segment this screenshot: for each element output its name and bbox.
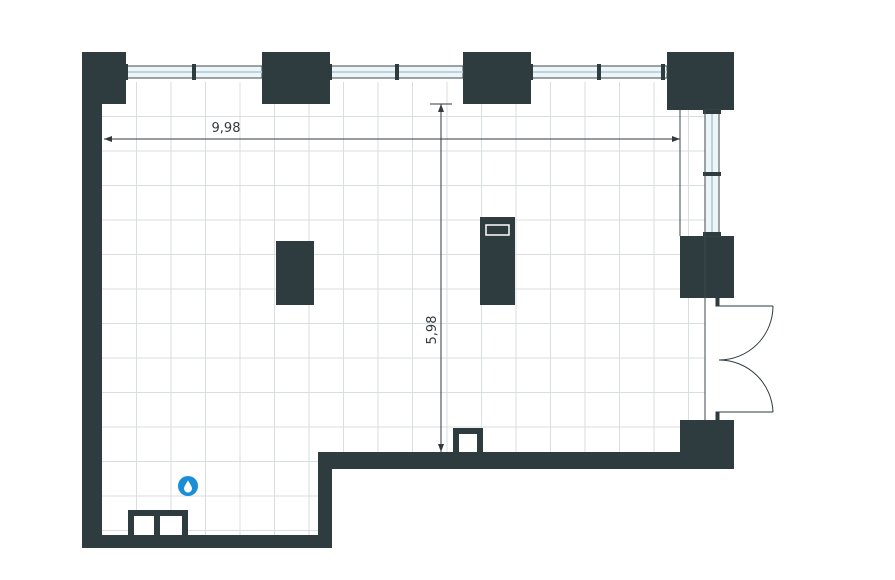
- wall-pier-right-bottom: [680, 420, 734, 469]
- wall-step-vertical: [318, 452, 332, 548]
- double-door: [715, 297, 774, 421]
- walls: [82, 52, 734, 548]
- column-left: [276, 241, 314, 305]
- floor-area: [102, 82, 705, 535]
- dimension-width-label: 9,98: [212, 121, 241, 136]
- wall-left: [82, 52, 102, 548]
- wall-corner-top-left-inner: [102, 52, 126, 104]
- utility-boxes: [128, 510, 188, 535]
- dimension-height-label: 5,98: [425, 316, 440, 345]
- wall-pier-top-1: [262, 52, 330, 104]
- wall-corner-top-right: [667, 52, 734, 110]
- dimension-width: [104, 136, 680, 142]
- water-drop-icon: [178, 476, 198, 496]
- wall-bottom-left: [82, 535, 332, 548]
- wall-pier-right: [680, 236, 734, 298]
- column-right: [480, 217, 515, 305]
- window-right: [703, 109, 721, 237]
- wall-bottom-right: [318, 452, 733, 469]
- riser-box: [453, 428, 483, 452]
- dimension-height: [430, 103, 452, 452]
- wall-pier-top-2: [463, 52, 531, 104]
- window-mullions-top: [124, 64, 665, 80]
